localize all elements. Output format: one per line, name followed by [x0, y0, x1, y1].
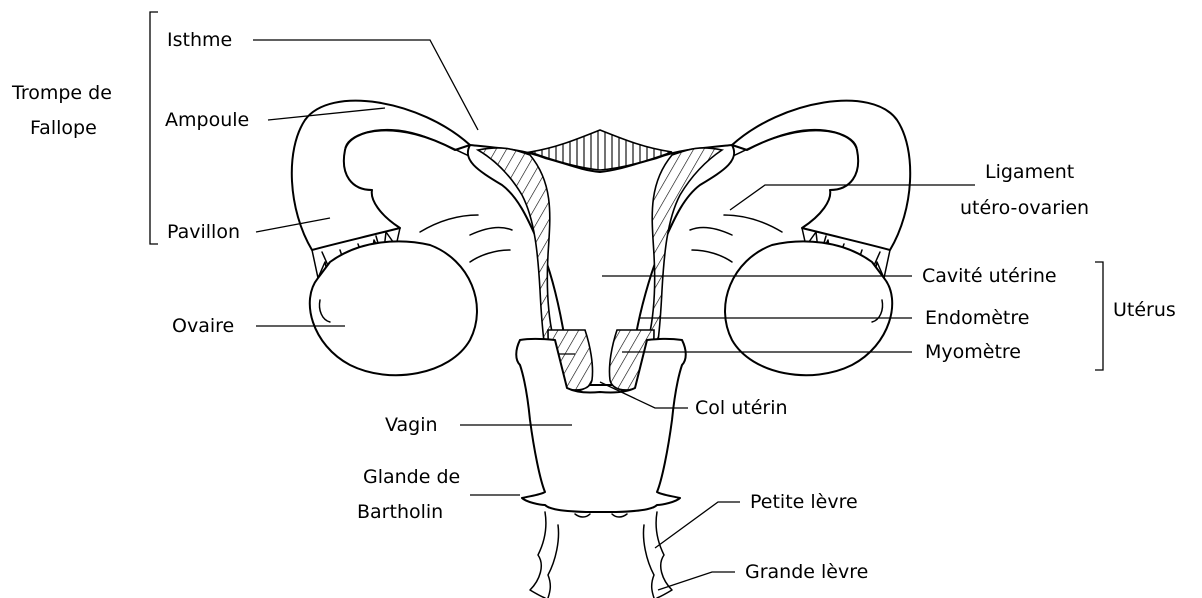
label-petite-levre: Petite lèvre — [750, 491, 858, 513]
label-col: Col utérin — [695, 397, 788, 419]
label-myometre: Myomètre — [925, 341, 1021, 363]
left-ovary — [310, 241, 477, 375]
label-glande-line1: Glande de — [363, 466, 460, 488]
label-trompe-line2: Fallope — [30, 117, 97, 139]
label-grande-levre: Grande lèvre — [745, 561, 868, 583]
fallopian-tube-bracket — [150, 12, 158, 244]
label-endometre: Endomètre — [925, 307, 1029, 329]
label-vagin: Vagin — [385, 414, 438, 436]
label-isthme: Isthme — [167, 29, 232, 51]
label-ovaire: Ovaire — [172, 315, 234, 337]
uterus-bracket — [1095, 262, 1103, 370]
label-ligament-line2: utéro-ovarien — [960, 197, 1089, 219]
label-ligament-line1: Ligament — [985, 161, 1074, 183]
uterus-body — [468, 145, 734, 385]
label-uterus: Utérus — [1113, 299, 1176, 321]
label-ampoule: Ampoule — [165, 109, 249, 131]
right-ovary — [725, 241, 892, 375]
label-glande-line2: Bartholin — [357, 501, 443, 523]
left-fallopian-tube — [292, 101, 480, 250]
label-cavite: Cavité utérine — [922, 265, 1057, 287]
petite-levre-leader — [655, 502, 740, 548]
labia — [530, 512, 672, 598]
label-trompe-line1: Trompe de — [11, 82, 112, 104]
label-pavillon: Pavillon — [167, 221, 240, 243]
right-fallopian-tube — [722, 101, 910, 250]
